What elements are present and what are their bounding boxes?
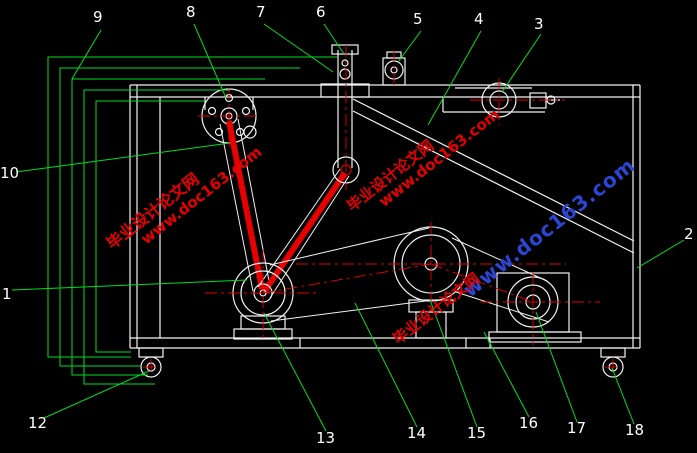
callout-8: 8	[186, 3, 196, 21]
leader-18	[611, 367, 635, 425]
leader-route-1	[47, 56, 337, 358]
leader-lines	[11, 23, 685, 432]
callout-5: 5	[413, 10, 423, 28]
watermark-right-blue: www.doc163.com	[458, 153, 639, 302]
guard-panel	[352, 98, 635, 254]
leader-9	[71, 29, 102, 80]
leader-7	[263, 23, 334, 73]
leader-17	[535, 311, 578, 423]
callout-12: 12	[28, 414, 48, 432]
centerlines	[143, 45, 621, 375]
leader-1	[11, 279, 248, 291]
watermark-site-name: 毕业设计论文网	[389, 269, 483, 348]
leader-6	[323, 23, 345, 55]
leader-route-5	[95, 100, 205, 353]
callout-13: 13	[316, 429, 336, 447]
leader-10	[15, 142, 231, 173]
watermark-site-url: www.doc163.com	[375, 105, 503, 210]
callout-17: 17	[567, 419, 587, 437]
callout-6: 6	[316, 3, 326, 21]
callout-2: 2	[684, 225, 694, 243]
leader-5	[397, 30, 422, 63]
callout-14: 14	[407, 424, 427, 442]
leader-4	[427, 30, 482, 126]
watermark-site-url: www.doc163.com	[458, 153, 639, 302]
leader-14	[354, 302, 418, 428]
callout-7: 7	[256, 3, 266, 21]
leader-route-2	[59, 67, 300, 367]
tensioner-column	[320, 44, 370, 184]
leader-16	[483, 331, 530, 418]
leader-12	[43, 370, 150, 419]
leader-13	[263, 312, 327, 432]
leader-route-3	[71, 78, 265, 376]
callout-10: 10	[0, 164, 20, 182]
leader-8	[193, 23, 227, 99]
callout-18: 18	[625, 421, 645, 439]
drive-belt	[269, 227, 550, 323]
leader-3	[501, 33, 542, 93]
callout-4: 4	[474, 10, 484, 28]
leader-15	[429, 299, 478, 428]
machine-frame	[129, 84, 641, 349]
callout-3: 3	[534, 15, 544, 33]
watermark-bottom: 毕业设计论文网	[389, 269, 483, 348]
connecting-rod-left	[219, 118, 271, 292]
callout-16: 16	[519, 414, 539, 432]
callout-15: 15	[467, 424, 487, 442]
connecting-rod-right	[257, 168, 350, 299]
callout-1: 1	[2, 285, 12, 303]
watermark-center: 毕业设计论文网 www.doc163.com	[343, 105, 503, 215]
callout-9: 9	[93, 8, 103, 26]
leader-2	[636, 239, 685, 269]
